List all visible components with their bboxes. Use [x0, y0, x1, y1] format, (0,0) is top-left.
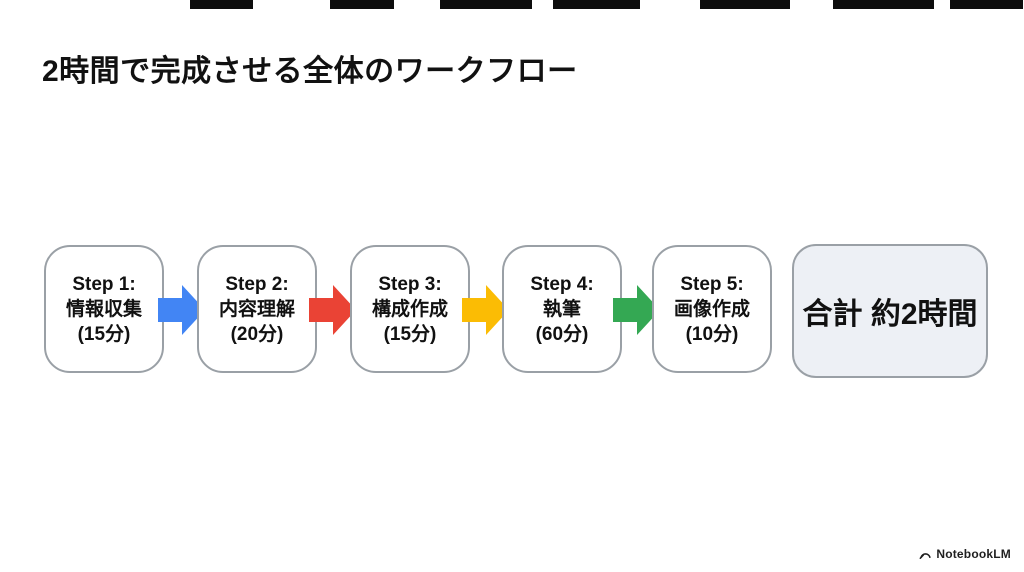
- step-box-2: Step 2: 内容理解 (20分): [197, 245, 317, 373]
- step-duration: (60分): [535, 323, 589, 345]
- top-bar-segment: [950, 0, 1023, 9]
- top-bar-segment: [190, 0, 253, 9]
- step-duration: (10分): [685, 323, 739, 345]
- top-bar-segment: [440, 0, 532, 9]
- top-bar-segment: [553, 0, 640, 9]
- step-box-4: Step 4: 執筆 (60分): [502, 245, 622, 373]
- top-bar-segment: [330, 0, 394, 9]
- total-time-box: 合計 約2時間: [792, 244, 988, 378]
- step-duration: (15分): [383, 323, 437, 345]
- step-task: 情報収集: [65, 298, 142, 320]
- step-task: 構成作成: [371, 298, 448, 320]
- arrow-right-icon: [309, 285, 356, 335]
- step-box-5: Step 5: 画像作成 (10分): [652, 245, 772, 373]
- step-label: Step 5:: [680, 273, 744, 295]
- page-title: 2時間で完成させる全体のワークフロー: [42, 55, 578, 88]
- step-task: 執筆: [542, 298, 581, 320]
- step-duration: (20分): [230, 323, 284, 345]
- arrow-right-icon: [613, 285, 660, 335]
- arrow-right-icon: [462, 285, 509, 335]
- step-label: Step 4:: [530, 273, 594, 295]
- step-box-3: Step 3: 構成作成 (15分): [350, 245, 470, 373]
- brand-footer: NotebookLM: [919, 547, 1011, 561]
- step-duration: (15分): [77, 323, 131, 345]
- arrow-right-icon: [158, 285, 205, 335]
- top-bar-segment: [700, 0, 790, 9]
- top-bar-segment: [833, 0, 934, 9]
- notebooklm-logo-icon: [919, 552, 932, 559]
- step-task: 画像作成: [673, 298, 750, 320]
- step-task: 内容理解: [218, 298, 295, 320]
- total-time-label: 合計 約2時間: [802, 298, 978, 331]
- step-label: Step 2:: [225, 273, 289, 295]
- step-label: Step 1:: [72, 273, 136, 295]
- step-label: Step 3:: [378, 273, 442, 295]
- brand-name: NotebookLM: [936, 547, 1011, 561]
- step-box-1: Step 1: 情報収集 (15分): [44, 245, 164, 373]
